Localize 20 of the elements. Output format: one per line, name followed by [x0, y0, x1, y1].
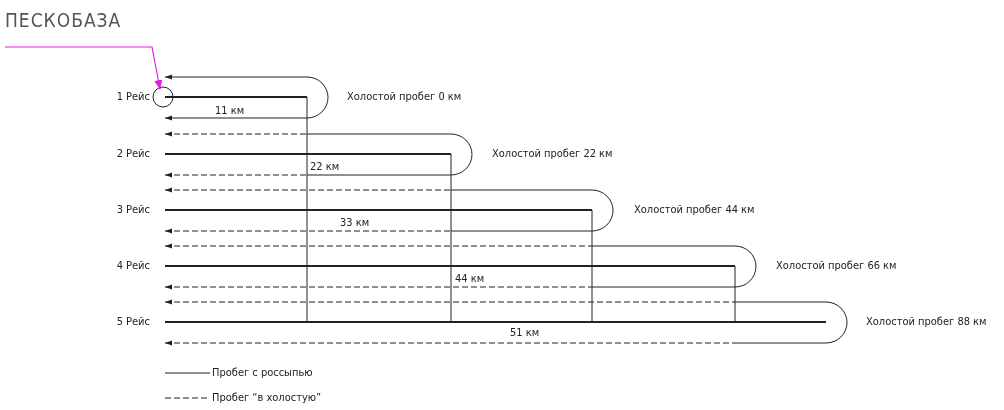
base-circle [152, 86, 174, 108]
idle-run-label: Холостой пробег 0 км [347, 90, 462, 103]
idle-run-label: Холостой пробег 22 км [492, 147, 613, 160]
legend-label: Пробег с россыпью [212, 366, 313, 379]
trip-label: 1 Рейс [116, 90, 150, 103]
legend-label: Пробег “в холостую” [212, 391, 322, 404]
leader-line [4, 46, 163, 90]
base-label: ПЕСКОБАЗА [5, 10, 122, 31]
trip-label: 5 Рейс [116, 315, 150, 328]
distance-label: 11 км [215, 104, 245, 117]
trip-label: 2 Рейс [116, 147, 150, 160]
distance-label: 33 км [340, 216, 370, 229]
idle-run-label: Холостой пробег 88 км [866, 315, 987, 328]
trip-label: 3 Рейс [116, 203, 150, 216]
distance-label: 22 км [310, 160, 340, 173]
idle-run-label: Холостой пробег 44 км [634, 203, 755, 216]
idle-run-label: Холостой пробег 66 км [776, 259, 897, 272]
distance-label: 44 км [455, 272, 485, 285]
distance-label: 51 км [510, 326, 540, 339]
trip-label: 4 Рейс [116, 259, 150, 272]
